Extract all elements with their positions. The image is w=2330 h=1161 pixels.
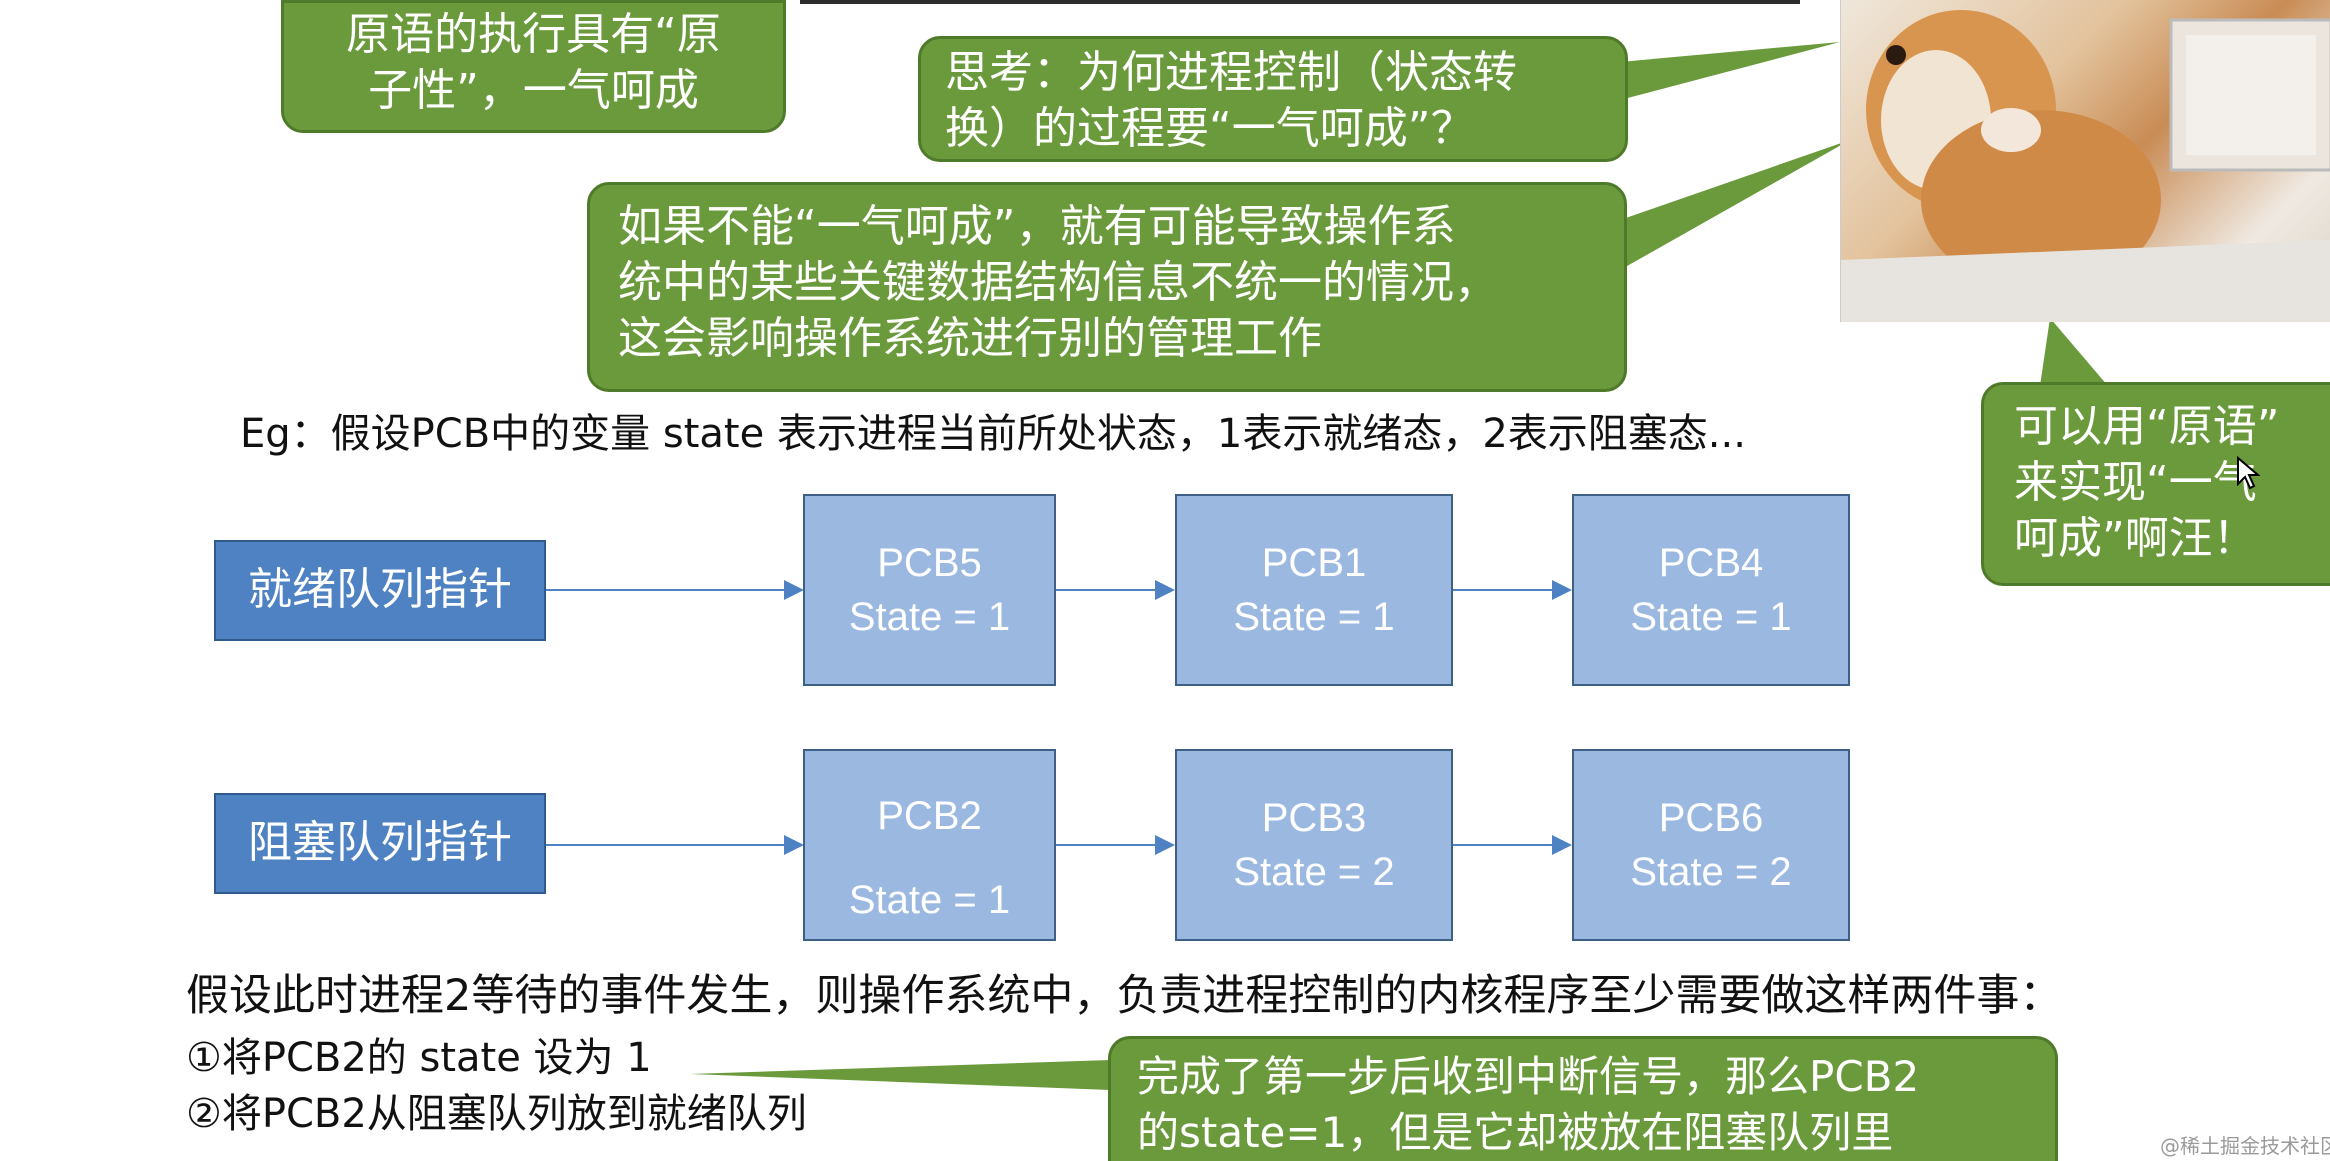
ready-pcb-2-state: State = 1 xyxy=(1233,595,1395,639)
ready-pcb-3: PCB4 State = 1 xyxy=(1572,494,1850,686)
example-text: Eg：假设PCB中的变量 state 表示进程当前所处状态，1表示就绪态，2表示… xyxy=(240,411,1746,457)
ready-queue-pointer: 就绪队列指针 xyxy=(214,540,546,641)
mouse-cursor-icon xyxy=(2237,456,2260,490)
assumption-text: 假设此时进程2等待的事件发生，则操作系统中，负责进程控制的内核程序至少需要做这样… xyxy=(186,971,2063,1021)
atomic-bubble-line-2: 子性”，一气呵成 xyxy=(368,65,699,116)
dog-photo xyxy=(1840,0,2330,322)
answer-bubble-line-3: 这会影响操作系统进行别的管理工作 xyxy=(618,313,1322,364)
atomic-bubble-line-1: 原语的执行具有“原 xyxy=(346,9,721,60)
step-1-text: ①将PCB2的 state 设为 1 xyxy=(186,1035,652,1081)
interrupt-bubble-line-1: 完成了第一步后收到中断信号，那么PCB2 xyxy=(1137,1052,1920,1101)
atomic-bubble: 原语的执行具有“原 子性”，一气呵成 xyxy=(281,0,786,133)
dog-bubble-line-3: 呵成”啊汪！ xyxy=(2014,513,2257,564)
blocked-pcb-1-state: State = 1 xyxy=(848,878,1011,922)
step-2-text: ②将PCB2从阻塞队列放到就绪队列 xyxy=(186,1091,807,1137)
think-bubble-tail xyxy=(1620,42,1840,100)
blocked-pcb-2-state: State = 2 xyxy=(1233,850,1395,894)
dog-bubble: 可以用“原语” 来实现“一气 呵成”啊汪！ xyxy=(1981,382,2330,586)
blocked-pcb-2: PCB3 State = 2 xyxy=(1175,749,1453,941)
interrupt-bubble: 完成了第一步后收到中断信号，那么PCB2 的state=1，但是它却被放在阻塞队… xyxy=(1108,1036,2058,1161)
watermark: @稀土掘金技术社区 xyxy=(2160,1134,2330,1158)
dog-bubble-line-1: 可以用“原语” xyxy=(2014,401,2280,452)
blocked-pcb-2-name: PCB3 xyxy=(1261,796,1367,840)
blocked-pcb-1: PCB2 State = 1 xyxy=(803,749,1056,941)
blocked-pcb-3-state: State = 2 xyxy=(1630,850,1792,894)
ready-pcb-1-state: State = 1 xyxy=(848,595,1011,639)
ready-pcb-2: PCB1 State = 1 xyxy=(1175,494,1453,686)
think-bubble-line-1: 思考：为何进程控制（状态转 xyxy=(945,47,1517,98)
answer-bubble-line-2: 统中的某些关键数据结构信息不统一的情况， xyxy=(618,257,1498,308)
ready-pcb-3-state: State = 1 xyxy=(1630,595,1792,639)
ready-pcb-1-name: PCB5 xyxy=(877,541,982,585)
dog-bubble-line-2: 来实现“一气 xyxy=(2014,457,2257,508)
think-bubble: 思考：为何进程控制（状态转 换）的过程要“一气呵成”？ xyxy=(918,36,1628,162)
ready-pcb-2-name: PCB1 xyxy=(1261,541,1367,585)
blocked-pcb-1-name: PCB2 xyxy=(877,794,982,838)
dog-bubble-tail xyxy=(2040,318,2108,386)
blocked-pcb-3: PCB6 State = 2 xyxy=(1572,749,1850,941)
interrupt-bubble-tail xyxy=(690,1060,1110,1090)
answer-bubble-tail xyxy=(1620,140,1850,270)
blocked-pcb-3-name: PCB6 xyxy=(1658,796,1764,840)
answer-bubble: 如果不能“一气呵成”，就有可能导致操作系 统中的某些关键数据结构信息不统一的情况… xyxy=(587,182,1627,392)
ready-pcb-1: PCB5 State = 1 xyxy=(803,494,1056,686)
blocked-queue-pointer: 阻塞队列指针 xyxy=(214,793,546,894)
interrupt-bubble-line-2: 的state=1，但是它却被放在阻塞队列里 xyxy=(1137,1108,1894,1157)
ready-pcb-3-name: PCB4 xyxy=(1658,541,1764,585)
shiba-dog-illustration xyxy=(1841,10,2330,322)
think-bubble-line-2: 换）的过程要“一气呵成”？ xyxy=(945,103,1475,154)
answer-bubble-line-1: 如果不能“一气呵成”，就有可能导致操作系 xyxy=(618,201,1456,252)
top-edge-bars xyxy=(800,0,1800,4)
